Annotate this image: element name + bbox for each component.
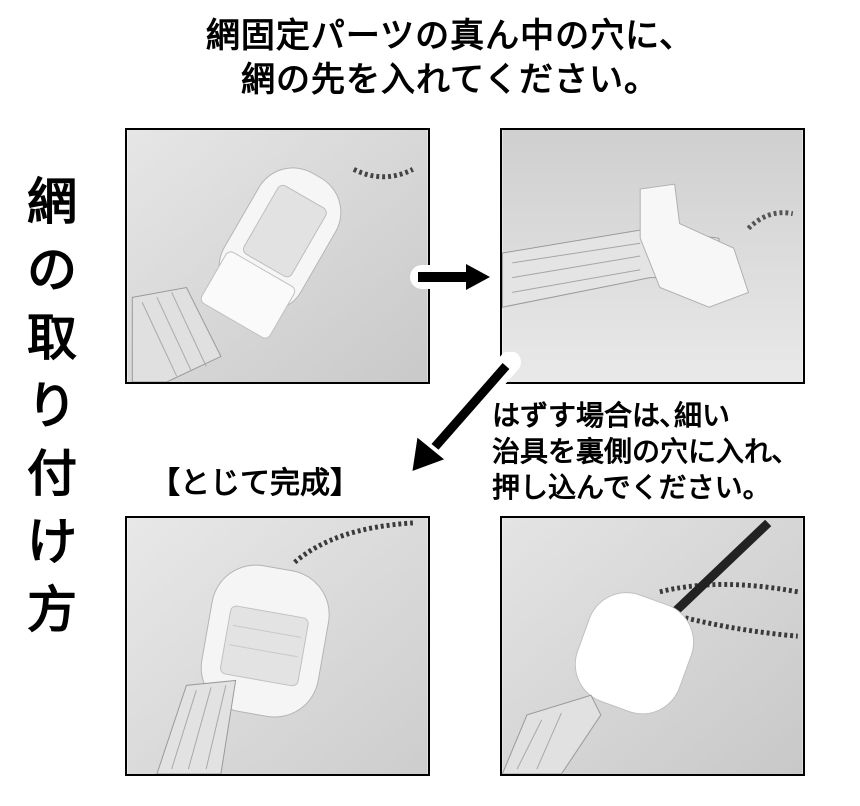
title-char: 取 (27, 309, 77, 367)
title-char: の (27, 241, 77, 299)
arrow-down-left-icon (407, 352, 521, 478)
title-char: 網 (27, 173, 77, 231)
caption-remove-line: はずす場合は､細い (492, 399, 731, 432)
instruction-line-2: 網の先を入れてください。 (241, 60, 659, 100)
photo-net-inserted-image (502, 130, 803, 382)
caption-remove-line: 押し込んでください。 (492, 471, 771, 504)
photo-net-inserted (500, 128, 805, 384)
caption-remove: はずす場合は､細い 治具を裏側の穴に入れ､ 押し込んでください。 (492, 398, 852, 506)
photo-remove-with-tool-image (502, 518, 803, 774)
caption-remove-line: 治具を裏側の穴に入れ､ (492, 435, 787, 468)
caption-complete: 【とじて完成】 (150, 466, 360, 501)
title-char: 方 (27, 581, 77, 639)
vertical-title: 網 の 取 り 付 け 方 (22, 168, 82, 644)
title-char: け (27, 513, 77, 571)
photo-closed-complete-image (127, 518, 428, 774)
photo-insert-net (125, 128, 430, 384)
title-char: り (27, 377, 77, 435)
photo-closed-complete (125, 516, 430, 776)
title-char: 付 (27, 445, 77, 503)
photo-remove-with-tool (500, 516, 805, 776)
instruction-line-1: 網固定パーツの真ん中の穴に、 (205, 16, 695, 56)
arrow-right-icon (410, 258, 496, 296)
photo-insert-net-image (127, 130, 428, 382)
instruction-header: 網固定パーツの真ん中の穴に、 網の先を入れてください。 (150, 14, 750, 102)
